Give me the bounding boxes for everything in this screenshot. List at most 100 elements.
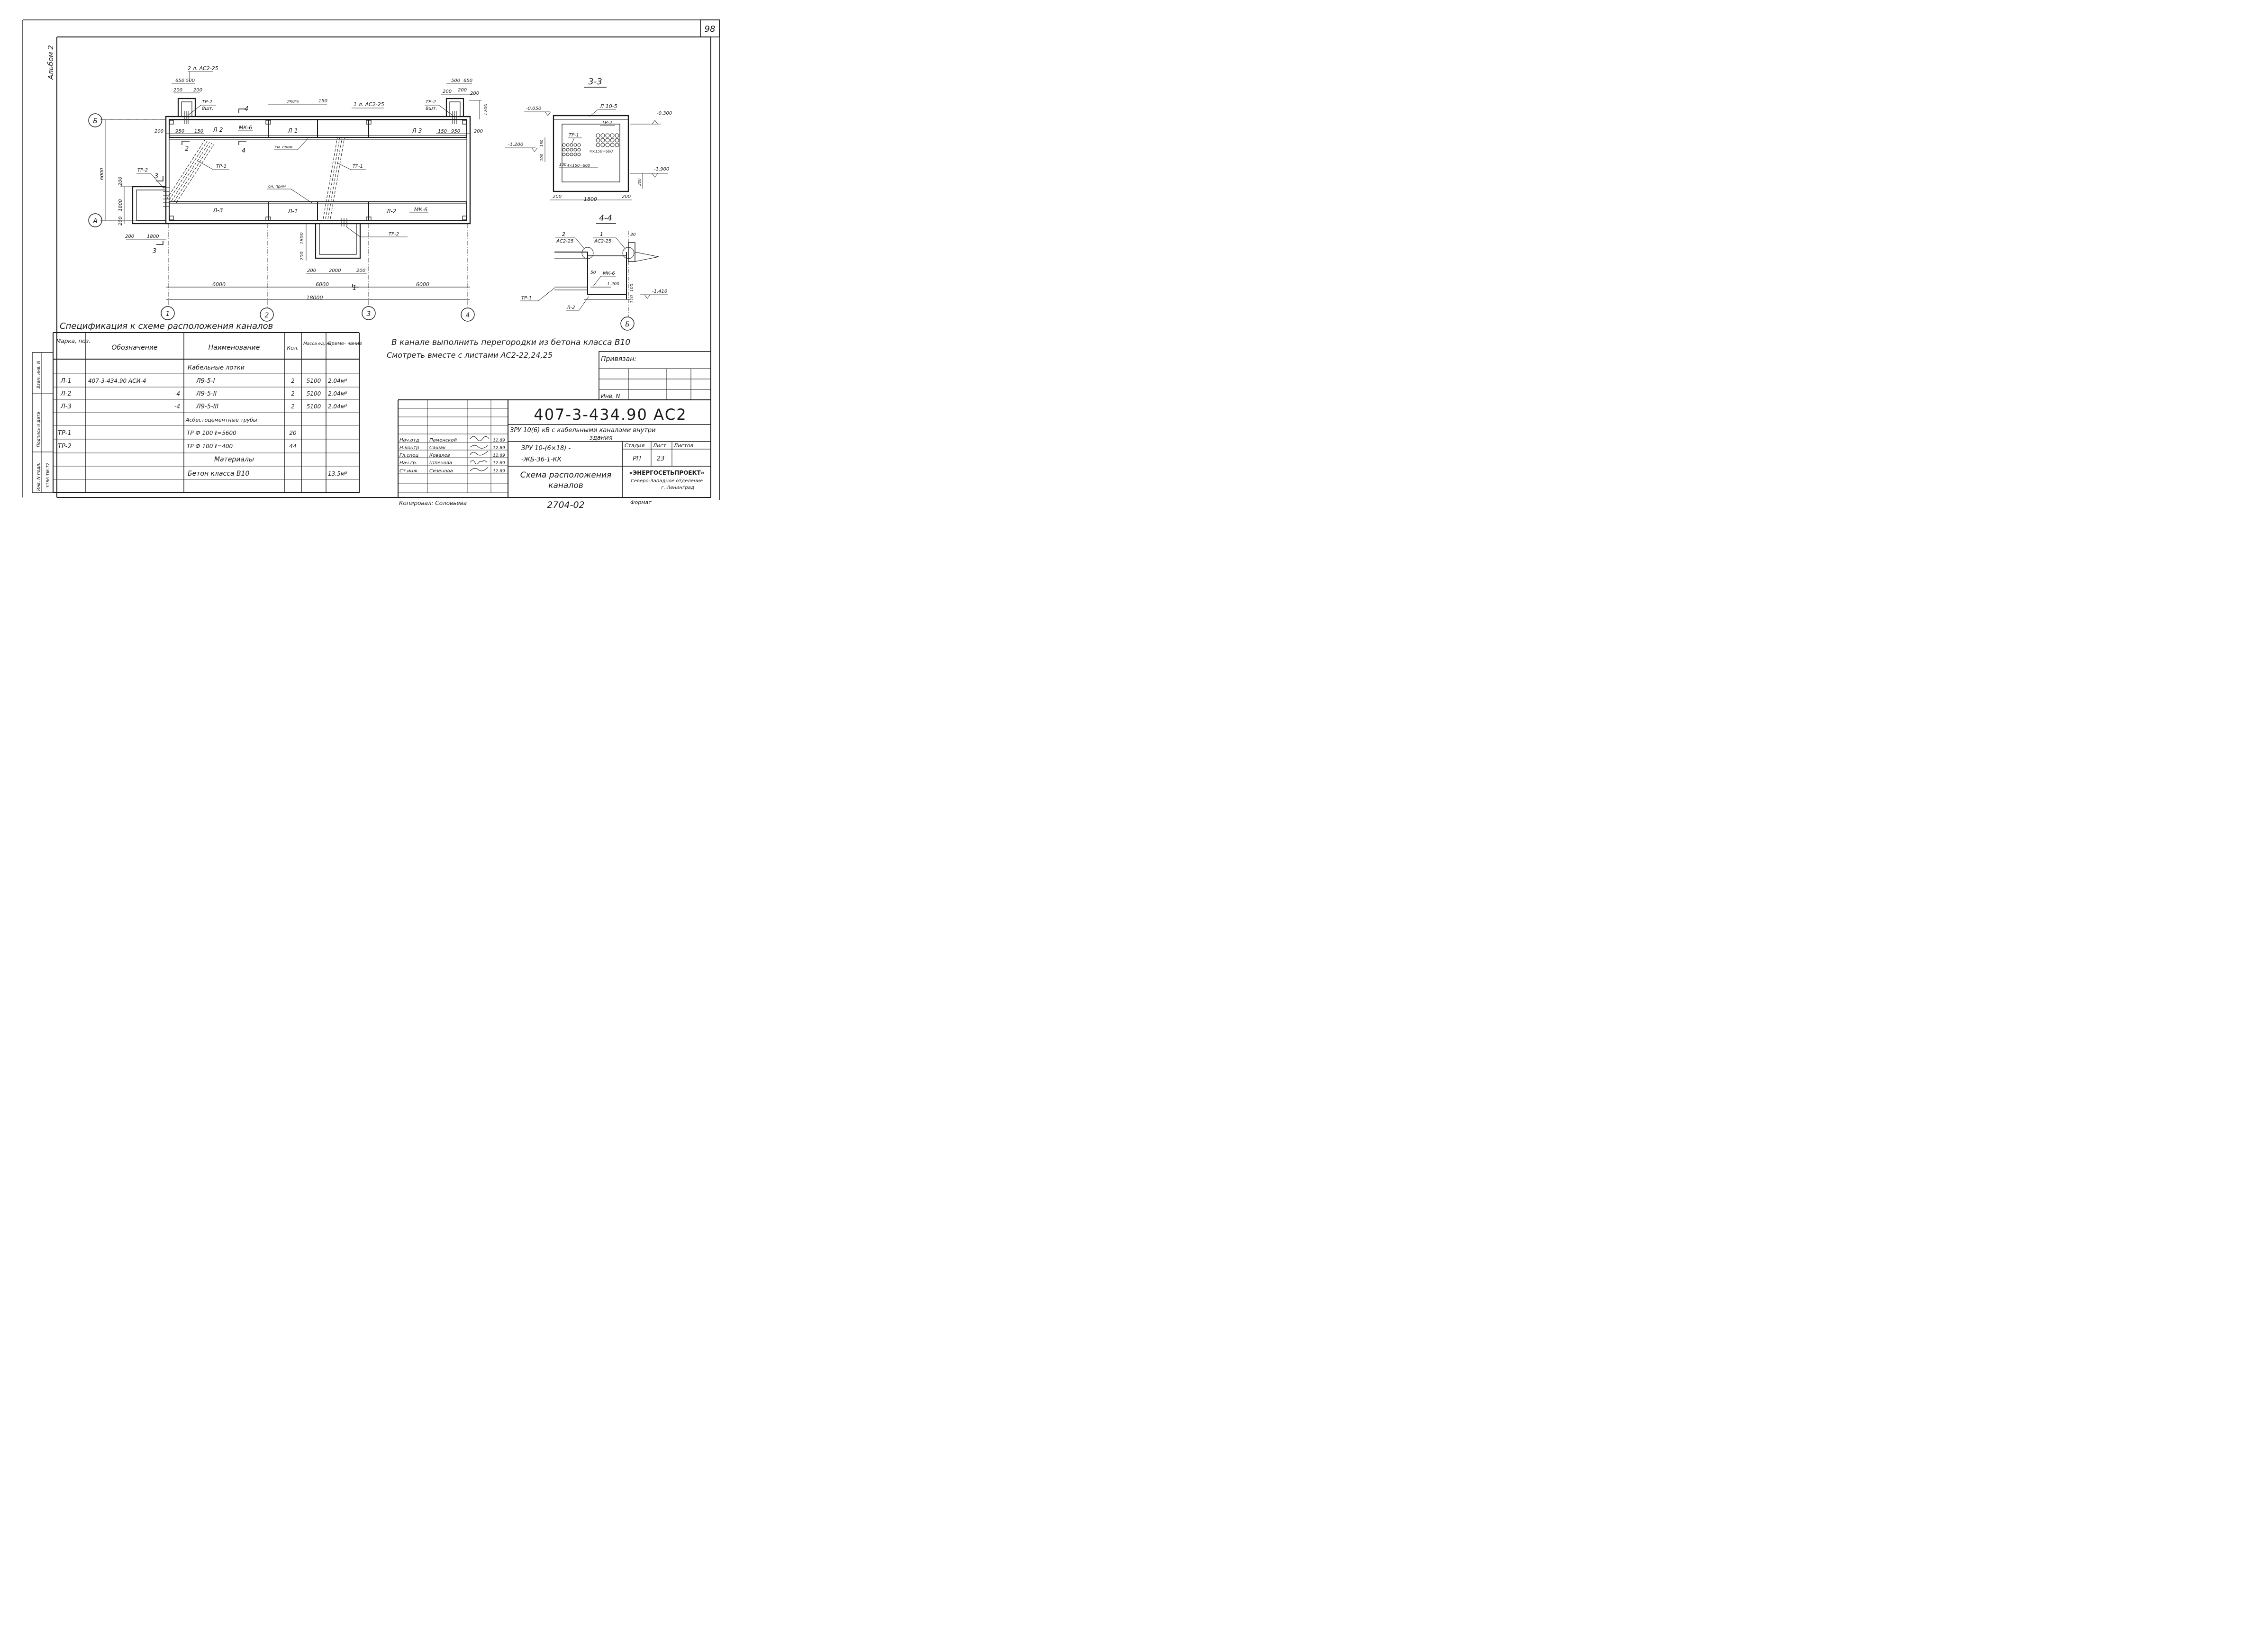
dim: 6000	[212, 281, 226, 288]
slab-mark: Л-2	[566, 305, 575, 310]
project-title: ЗРУ 10(6) кВ с кабельными каналами внутр…	[510, 427, 656, 434]
order-number: 2704-02	[547, 500, 584, 510]
copied-by: Копировал: Соловьева	[399, 500, 467, 506]
signer-name: Сизенова	[429, 469, 453, 474]
slab-label: Л-3	[213, 207, 223, 214]
dim: 50	[590, 271, 596, 275]
note-ref: см. прим	[275, 145, 292, 149]
variant: -ЖБ-36-1-КК	[521, 456, 562, 463]
spec-cell: Кабельные лотки	[188, 364, 245, 371]
dim: 100	[540, 154, 544, 161]
signer-role: Н.контр	[399, 445, 419, 451]
spec-cell: 2.04м³	[328, 403, 347, 410]
pipe-bundle-left	[166, 140, 215, 203]
axis-label: Б	[625, 321, 630, 328]
dim: 950	[175, 129, 184, 134]
spec-header: Масса ед, кг	[303, 342, 331, 346]
sheet-title: каналов	[548, 481, 583, 490]
pipe-callout: ТР-2	[389, 232, 399, 237]
spec-header: Кол.	[287, 345, 299, 351]
spec-cell: -4	[174, 403, 180, 410]
slab-label: МК-6	[239, 125, 252, 131]
level: -1.200	[606, 282, 619, 287]
pipe-bundle-right	[323, 137, 345, 219]
spec-cell: 2	[291, 403, 295, 410]
spec-cell: 2.04м³	[328, 378, 347, 384]
dim: 650	[175, 78, 184, 83]
spec-header: Наименование	[209, 344, 260, 352]
designation: 407-3-434.90 АС2	[534, 406, 687, 424]
spec-cell: Л-2	[60, 390, 72, 397]
signer-name: Ковалев	[429, 453, 450, 458]
dim: 100	[630, 284, 635, 292]
stamp-label: Взам. инв. N	[36, 361, 41, 388]
dim: 100	[559, 162, 566, 167]
dim: 1800	[147, 234, 159, 239]
title-block: Нач.отд Паменской 12.89 Н.контр Сашак 12…	[398, 399, 711, 510]
pipe-callout: ТР-2	[426, 99, 436, 105]
org-name: «ЭНЕРГОСЕТЬПРОЕКТ»	[629, 469, 705, 476]
stage-value: РП	[633, 455, 641, 462]
detail-ref: 2	[562, 231, 565, 237]
spec-cell: ТР-2	[58, 443, 72, 450]
signer-role: Нач.отд	[399, 438, 419, 443]
side-stamp: Взам. инв. N Подпись и дата Инв. N подл.…	[32, 352, 54, 493]
variant: ЗРУ 10-(6×18) -	[521, 445, 571, 452]
spec-cell: 2	[291, 378, 295, 384]
spec-cell: ТР Ф 100 ℓ=400	[187, 443, 233, 450]
axis-label: 3	[367, 310, 371, 318]
spec-cell: Л9-5-II	[196, 390, 217, 397]
signer-name: Паменской	[429, 438, 457, 443]
spec-cell: Материалы	[214, 456, 254, 463]
part-mark: МК-6	[603, 271, 615, 276]
detail-ref: АС2-25	[594, 239, 612, 244]
level: -1.900	[654, 167, 669, 172]
sheet-frame: 98 Альбом 2	[22, 19, 720, 500]
spec-cell: -4	[174, 390, 180, 397]
dim: 1800	[299, 233, 305, 244]
spec-header: Обозначение	[111, 344, 157, 352]
spec-cell: 20	[289, 430, 297, 436]
axis-bubble	[88, 213, 102, 227]
dim: 200	[118, 217, 123, 226]
spec-cell: 13.5м³	[328, 470, 347, 477]
pipe-callout: 8шт.	[202, 106, 214, 111]
section-mark: 3	[153, 248, 156, 255]
specification-table: Спецификация к схеме расположения канало…	[53, 321, 362, 493]
slab-label: Л-3	[412, 127, 422, 134]
dim: 200	[553, 194, 562, 199]
section-mark: 4	[245, 106, 248, 113]
pipe-callout: ТР-1	[569, 133, 579, 138]
signer-role: Ст.инж.	[399, 469, 419, 474]
slab-label: Л-1	[288, 208, 298, 215]
signer-name: Сашак	[429, 445, 445, 451]
spec-cell: 5100	[307, 390, 321, 397]
pipe-callout: ТР-2	[602, 120, 612, 126]
slab-label: МК-6	[414, 207, 427, 213]
stage-label: Стадия	[625, 442, 645, 449]
spec-cell: 2	[291, 390, 295, 397]
pipe-callout: ТР-1	[353, 164, 363, 169]
pipe-callout: ТР-2	[202, 99, 212, 105]
rebar-callout: 1 л. АС2-25	[354, 101, 384, 108]
slab-mark: Л 10-5	[599, 103, 617, 109]
rebar-callout: 2 л. АС2-25	[188, 65, 218, 72]
signer-role: Нач.гр.	[399, 460, 417, 466]
dim: 200	[118, 177, 123, 186]
sheet-number: 98	[705, 24, 716, 34]
dim: 110	[630, 295, 635, 303]
level: -1.410	[652, 289, 667, 294]
dim: 4×150=600	[590, 149, 613, 153]
section-title: 4-4	[599, 214, 612, 223]
dim: 200	[470, 91, 479, 96]
dim: 650	[463, 78, 472, 83]
org-name: Северо-Западное отделение	[631, 478, 703, 484]
axis-bubble	[461, 307, 475, 322]
slab-label: Л-2	[213, 126, 223, 133]
dim: 200	[299, 252, 305, 261]
section-4-4: 4-4 2 АС2-25 1 АС2-25 30 50 МК-6 -1.200 …	[520, 214, 668, 331]
dim: 4×150=600	[567, 163, 590, 168]
spec-cell: Л-1	[60, 378, 72, 385]
spec-header: Марка, поз.	[56, 338, 91, 344]
dim: 200	[125, 234, 134, 239]
